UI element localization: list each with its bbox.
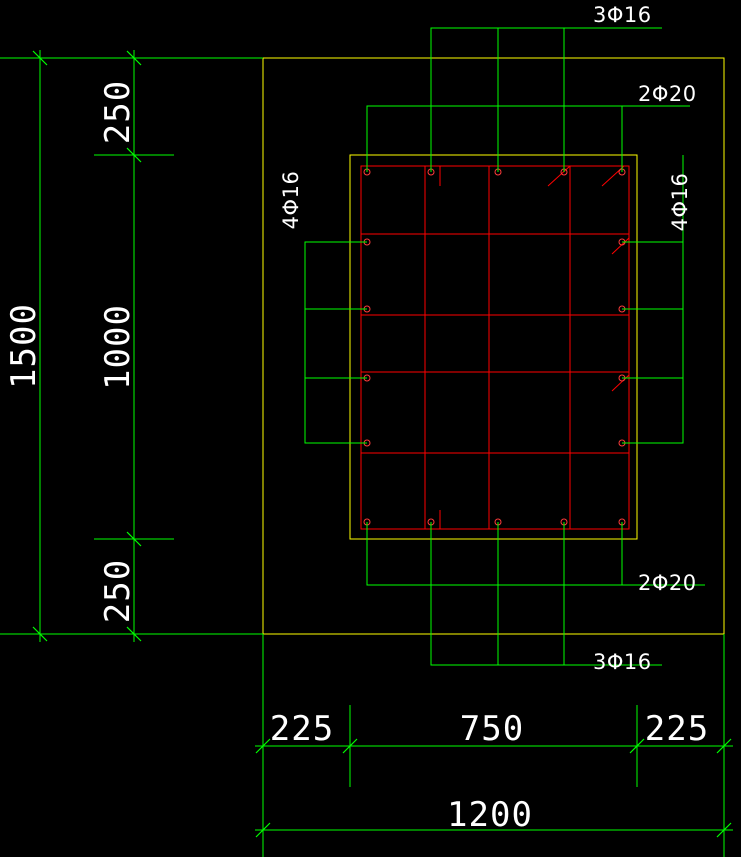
dim-bottom-cover: 250 (98, 559, 138, 623)
rebar-label-bottom-corner: 2Φ20 (638, 571, 697, 595)
vertical-dimensions (0, 50, 263, 642)
dim-total-height: 1500 (4, 303, 44, 389)
dim-middle-width: 750 (460, 709, 524, 749)
dim-middle-height: 1000 (98, 304, 138, 390)
rebar-label-left-side: 4Φ16 (279, 171, 303, 230)
footing-outline (262, 57, 725, 635)
leader-lines (304, 27, 705, 666)
dim-total-width: 1200 (447, 795, 533, 835)
rebar-label-right-side: 4Φ16 (668, 173, 692, 232)
dim-top-cover: 250 (98, 80, 138, 144)
rebar-points (363, 168, 626, 526)
dim-left-cover: 225 (270, 709, 334, 749)
horizontal-dimensions (255, 634, 733, 857)
reinforcement-cage (360, 165, 630, 530)
rebar-label-top-corner: 2Φ20 (638, 82, 697, 106)
dim-right-cover: 225 (645, 709, 709, 749)
column-outline (349, 154, 638, 540)
rebar-label-top-middle: 3Φ16 (593, 3, 652, 27)
rebar-label-bottom-middle: 3Φ16 (593, 650, 652, 674)
